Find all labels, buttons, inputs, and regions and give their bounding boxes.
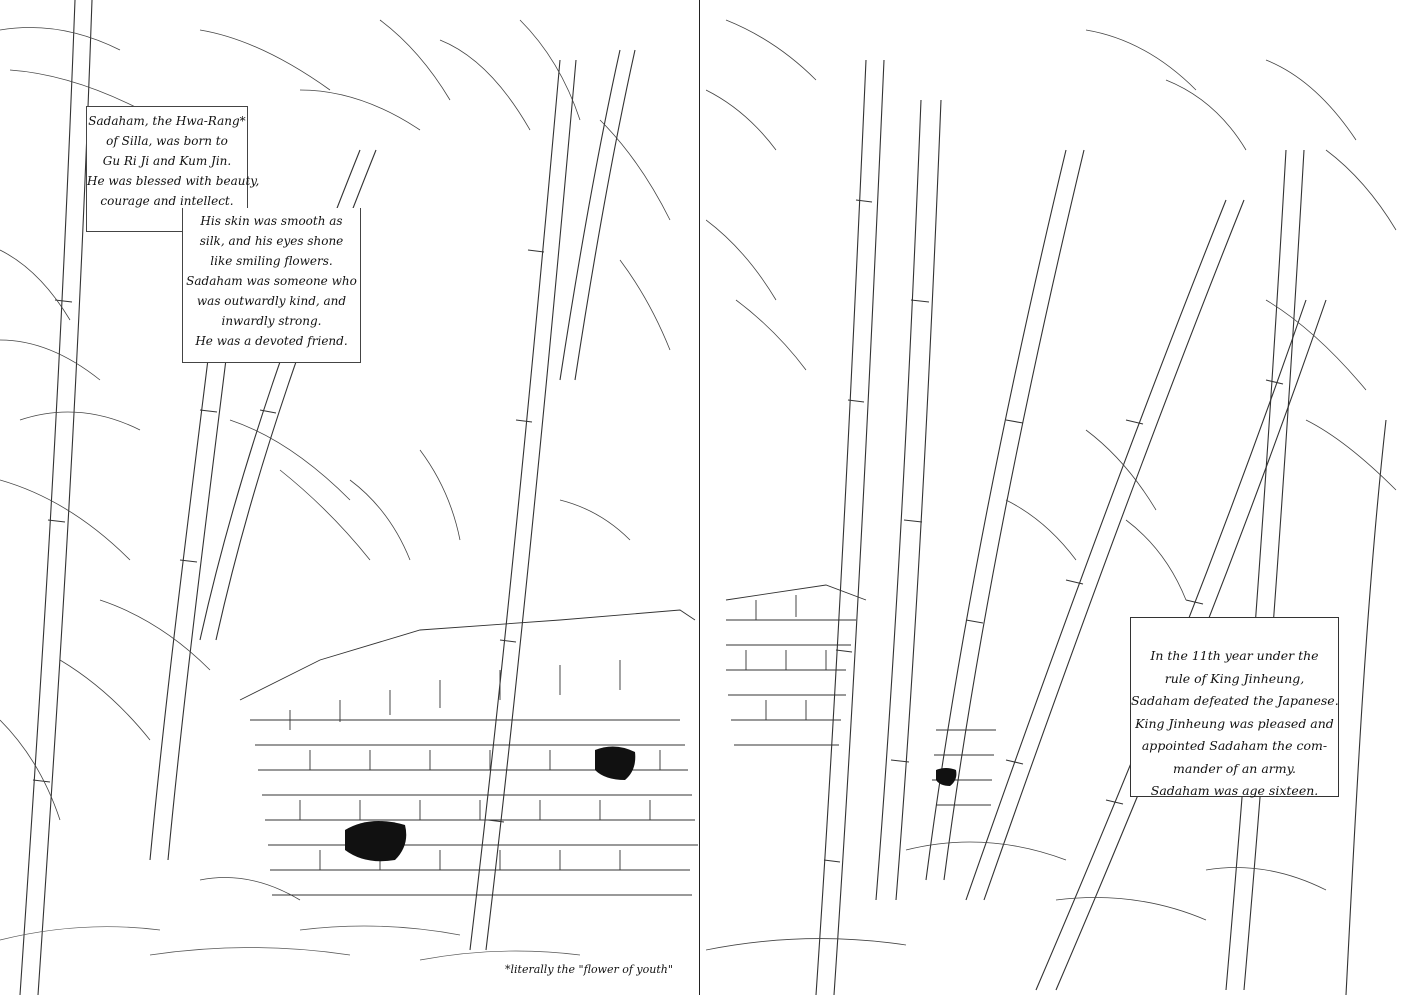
caption-line: Sadaham, the Hwa-Rang* <box>88 114 246 128</box>
caption-line: Sadaham was someone who <box>186 274 357 288</box>
caption-box-history: In the 11th year under the rule of King … <box>1130 617 1339 798</box>
caption-line: inwardly strong. <box>221 314 322 328</box>
caption-line: was outwardly kind, and <box>196 294 347 308</box>
caption-line: Sadaham was age sixteen. <box>1150 783 1319 798</box>
left-page: Sadaham, the Hwa-Rang* of Silla, was bor… <box>0 0 699 995</box>
right-page: In the 11th year under the rule of King … <box>706 0 1408 995</box>
caption-line: courage and intellect. <box>100 194 234 208</box>
caption-line: mander of an army. <box>1173 760 1296 776</box>
caption-line: like smiling flowers. <box>210 254 333 268</box>
caption-line: His skin was smooth as <box>200 214 343 228</box>
caption-line: silk, and his eyes shone <box>199 234 344 248</box>
caption-line: rule of King Jinheung, <box>1164 670 1305 686</box>
footnote: *literally the "flower of youth" <box>505 963 695 976</box>
bamboo-forest-illustration-left <box>0 0 698 995</box>
caption-box-description: His skin was smooth as silk, and his eye… <box>182 208 361 363</box>
caption-line: He was a devoted friend. <box>195 334 348 348</box>
caption-line: In the 11th year under the <box>1150 648 1319 663</box>
caption-line: Gu Ri Ji and Kum Jin. <box>102 154 232 168</box>
caption-line: Sadaham defeated the Japanese. <box>1131 693 1339 708</box>
bamboo-forest-illustration-right <box>706 19 1397 995</box>
caption-line: He was blessed with beauty, <box>87 174 260 188</box>
caption-line: appointed Sadaham the com- <box>1141 738 1328 753</box>
caption-line: of Silla, was born to <box>106 134 228 148</box>
page-divider-left <box>699 0 700 995</box>
caption-line: King Jinheung was pleased and <box>1135 715 1334 731</box>
